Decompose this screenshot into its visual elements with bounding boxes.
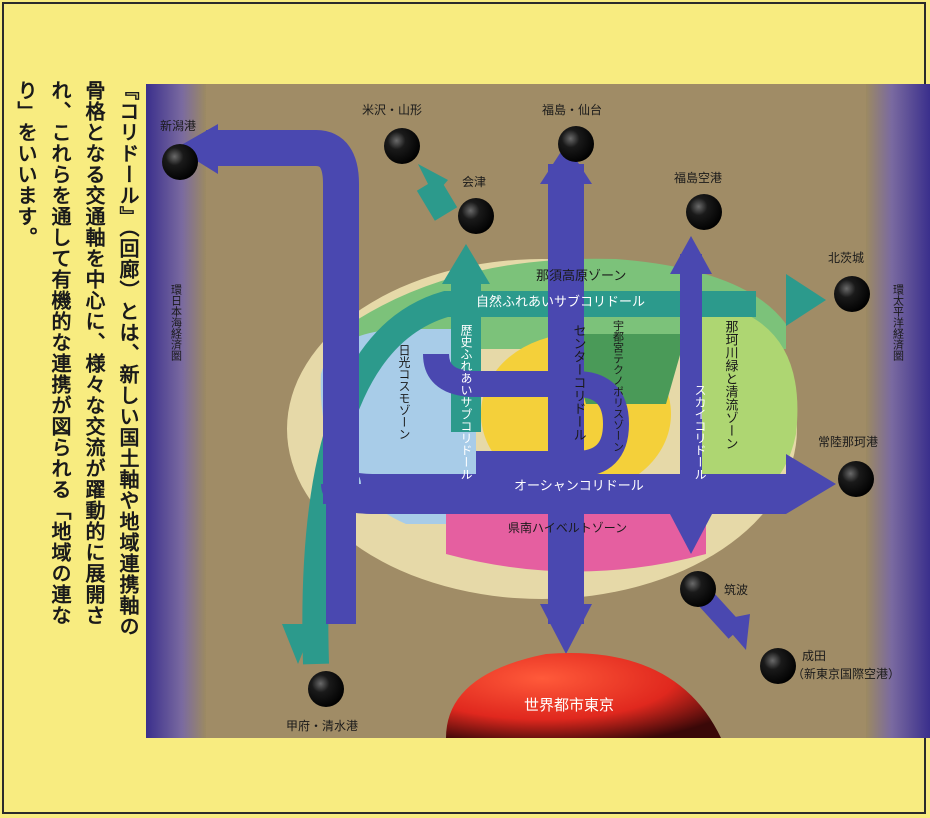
kofu-arrow-head (282, 624, 314, 664)
sky-arrow-top (670, 236, 712, 274)
tsukuba-marker (680, 571, 716, 607)
right-sea-band (866, 84, 930, 738)
center-loop (423, 352, 630, 477)
nasu-zone-label: 那須高原ゾーン (536, 268, 626, 284)
narita-label: 成田 (802, 649, 826, 663)
kitaibaraki-marker (834, 276, 870, 312)
ocean-corridor (321, 471, 786, 514)
niigata-corridor (206, 130, 359, 504)
aizu-label: 会津 (462, 175, 486, 189)
fukushima-sendai-label: 福島・仙台 (542, 102, 602, 117)
right-sea-label: 環太平洋経済圏 (892, 284, 905, 362)
ocean-arrow-head (786, 454, 836, 514)
fukushima-airport-label: 福島空港 (674, 170, 722, 185)
niigata-marker (162, 144, 198, 180)
caption-line-4: り」をいいます。 (14, 80, 38, 248)
center-arrow-bottom (540, 604, 592, 654)
kennan-zone-label: 県南ハイベルトゾーン (508, 520, 627, 535)
naka-zone-label: 那珂川緑と清流ゾーン (723, 320, 739, 450)
aizu-marker (458, 198, 494, 234)
narita-sub-label: （新東京国際空港） (792, 666, 900, 681)
map-canvas: 環日本海経済圏 環太平洋経済圏 新潟港 米沢・山形 福島・仙台 会津 福島空港 … (146, 84, 930, 738)
narita-marker (760, 648, 796, 684)
utsunomiya-label: 宇都宮テクノポリスゾーン (612, 320, 625, 452)
sky-arrow-bottom (670, 514, 712, 554)
yonezawa-marker (384, 128, 420, 164)
nikko-zone-label: 日光コスモゾーン (397, 344, 411, 440)
sky-corridor-label: スカイコリドール (693, 384, 707, 480)
caption-block: 『コリドール』（回廊）とは、新しい国土軸や地域連携軸の 骨格となる交通軸を中心に… (8, 80, 140, 760)
tokyo-label: 世界都市東京 (524, 696, 614, 714)
yonezawa-label: 米沢・山形 (362, 103, 422, 117)
kofu-marker (308, 671, 344, 707)
caption-line-1: 『コリドール』（回廊）とは、新しい国土軸や地域連携軸の (116, 80, 140, 637)
rekishi-label: 歴史ふれあいサブコリドール (459, 324, 473, 480)
left-sea-band (146, 84, 206, 738)
naka-zone-area (691, 309, 798, 504)
niigata-label: 新潟港 (160, 118, 196, 133)
kofu-label: 甲府・清水港 (286, 718, 358, 733)
shizen-arrow-head (786, 274, 826, 326)
hitachinaka-marker (838, 461, 874, 497)
aizu-arrow-shaft (416, 177, 458, 221)
narita-arrow-head (720, 614, 750, 650)
kitaibaraki-label: 北茨城 (828, 251, 864, 265)
caption-line-3: れ、これらを通して有機的な連携が図られる「地域の連な (48, 80, 72, 626)
hitachinaka-label: 常陸那珂港 (818, 435, 878, 449)
tokyo-sphere (446, 653, 721, 738)
tsukuba-label: 筑波 (724, 582, 748, 597)
fukushima-airport-marker (686, 194, 722, 230)
fukushima-sendai-marker (558, 126, 594, 162)
left-sea-label: 環日本海経済圏 (170, 284, 183, 362)
rekishi-arrow-head (442, 244, 490, 284)
center-arrow-top (540, 144, 592, 184)
caption-line-2: 骨格となる交通軸を中心に、様々な交流が躍動的に展開さ (82, 80, 106, 626)
shizen-label: 自然ふれあいサブコリドール (476, 294, 645, 310)
ocean-corridor-label: オーシャンコリドール (514, 479, 644, 494)
niigata-arrow-head (176, 124, 218, 174)
corridor-map: 環日本海経済圏 環太平洋経済圏 新潟港 米沢・山形 福島・仙台 会津 福島空港 … (146, 84, 930, 738)
center-corridor-label: センターコリドール (571, 324, 587, 441)
